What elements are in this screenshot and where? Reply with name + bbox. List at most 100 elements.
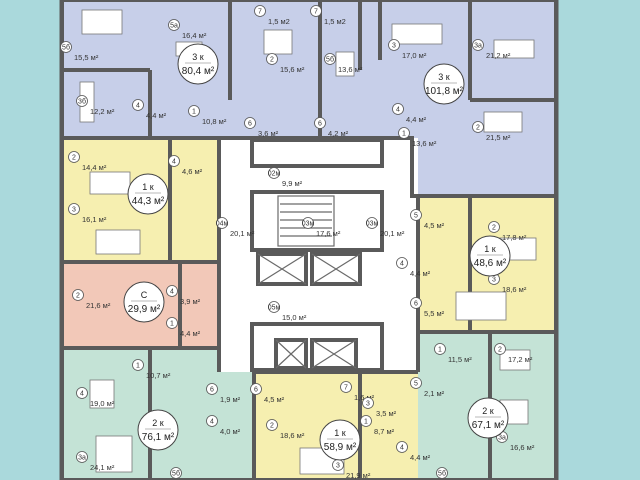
- room-number-marker: [392, 103, 404, 115]
- room-number: 3а: [474, 43, 482, 50]
- room-area: 1,5 м2: [324, 17, 346, 26]
- room-area: 20,1 м²: [380, 229, 405, 238]
- room-area: 4,5 м²: [424, 221, 445, 230]
- room-label: 110,7 м²: [132, 359, 171, 380]
- room-number: 6: [414, 301, 418, 308]
- room-number: 2: [72, 155, 76, 162]
- room-area: 15,0 м²: [282, 313, 307, 322]
- apartment-rooms: 3 к: [192, 52, 204, 62]
- room-number-marker: [216, 217, 228, 229]
- apartment-badge: 1 к44,3 м²: [127, 173, 169, 215]
- apartment-badge-circle: [423, 63, 465, 105]
- room-number-marker: [206, 383, 218, 395]
- room-area: 17,8 м²: [502, 233, 527, 242]
- room-number-marker: [472, 39, 484, 51]
- room-area: 4,6 м²: [182, 167, 203, 176]
- room-number: 2: [476, 125, 480, 132]
- room-number-marker: [410, 209, 422, 221]
- apartment-badge: 2 к76,1 м²: [137, 409, 179, 451]
- room-number: 1: [438, 347, 442, 354]
- room-area: 4,4 м²: [406, 115, 427, 124]
- room-number: 4: [210, 419, 214, 426]
- room-label: 44,4 м²: [396, 257, 431, 278]
- room-number-marker: [266, 53, 278, 65]
- room-area: 15,5 м²: [74, 53, 99, 62]
- apartment-badge-circle: [123, 281, 165, 323]
- room-label: 63,6 м²: [244, 117, 279, 138]
- core: [250, 138, 384, 372]
- room-number-marker: [410, 377, 422, 389]
- room-label: 33,5 м²: [362, 397, 397, 418]
- room-number: 04м: [216, 221, 229, 228]
- room-area: 8,7 м²: [374, 427, 395, 436]
- room-number-marker: [398, 127, 410, 139]
- room-number: 6: [210, 387, 214, 394]
- room-number: 7: [314, 9, 318, 16]
- room-area: 14,4 м²: [82, 163, 107, 172]
- room-label: 217,2 м²: [494, 343, 533, 364]
- apartment-rooms: С: [141, 290, 148, 300]
- room-number: 3: [392, 43, 396, 50]
- apartment-rooms: 1 к: [334, 428, 346, 438]
- room-number: 2: [76, 293, 80, 300]
- room-label: 52,1 м²: [410, 377, 445, 398]
- room-label: 65,5 м²: [410, 297, 445, 318]
- room-label: 6 1,9 м²: [206, 383, 241, 404]
- room-number-marker: [268, 167, 280, 179]
- apartment-area: 101,8 м²: [425, 86, 464, 97]
- room-number-marker: [168, 19, 180, 31]
- apartment-badge-circle: [469, 235, 511, 277]
- apartment-area: 29,9 м²: [128, 304, 161, 315]
- zone-3k-101-corner: [412, 138, 554, 196]
- room-label: 18,7 м²: [360, 415, 395, 436]
- room-area: 3,9 м²: [180, 297, 201, 306]
- apartment-rooms: 1 к: [484, 244, 496, 254]
- room-number-marker: [472, 121, 484, 133]
- room-number: 6: [254, 387, 258, 394]
- room-number: 3а: [498, 435, 506, 442]
- apartment-rooms: 1 к: [142, 182, 154, 192]
- room-area: 21,5 м²: [486, 133, 511, 142]
- room-number: 6: [318, 121, 322, 128]
- apartment-badge-circle: [319, 419, 361, 461]
- room-number-marker: [360, 415, 372, 427]
- room-label: 5а 16,4 м²: [168, 19, 207, 40]
- apartment-badge: 1 к48,6 м²: [469, 235, 511, 277]
- room-number: 3б: [78, 98, 86, 106]
- room-area: 4,2 м²: [328, 129, 349, 138]
- room-number-marker: [254, 5, 266, 17]
- room-area: 15,6 м²: [280, 65, 305, 74]
- room-label: 113,6 м²: [398, 127, 437, 148]
- room-area: 10,8 м²: [202, 117, 227, 126]
- room-area: 19,0 м²: [90, 399, 115, 408]
- room-number: 5а: [170, 23, 178, 30]
- room-number-marker: [244, 117, 256, 129]
- room-area: 1,9 м²: [220, 395, 241, 404]
- room-number-marker: [366, 217, 378, 229]
- room-number: 4: [400, 261, 404, 268]
- room-number: 1: [170, 321, 174, 328]
- room-label: 2 14,4 м²: [68, 151, 107, 172]
- room-area: 16,4 м²: [182, 31, 207, 40]
- room-label: 419,0 м²: [76, 387, 115, 408]
- room-number-marker: [434, 343, 446, 355]
- room-number-marker: [436, 467, 448, 479]
- room-area: 11,5 м²: [448, 355, 472, 364]
- room-number-marker: [132, 359, 144, 371]
- room-label: 7 1,5 м2: [310, 5, 346, 26]
- room-area: 10,7 м²: [146, 371, 171, 380]
- room-area: 16,6 м²: [510, 443, 535, 452]
- room-label: 1 11,5 м²: [434, 343, 472, 364]
- room-area: 21,9 м²: [346, 471, 371, 480]
- room-number: 7: [344, 385, 348, 392]
- room-label: 6 4,2 м²: [314, 117, 349, 138]
- apartment-badge: С 29,9 м²: [123, 281, 165, 323]
- room-number: 3: [366, 401, 370, 408]
- room-label: 317,0 м²: [388, 39, 427, 60]
- room-number-marker: [188, 105, 200, 117]
- room-number: 03м: [366, 221, 379, 228]
